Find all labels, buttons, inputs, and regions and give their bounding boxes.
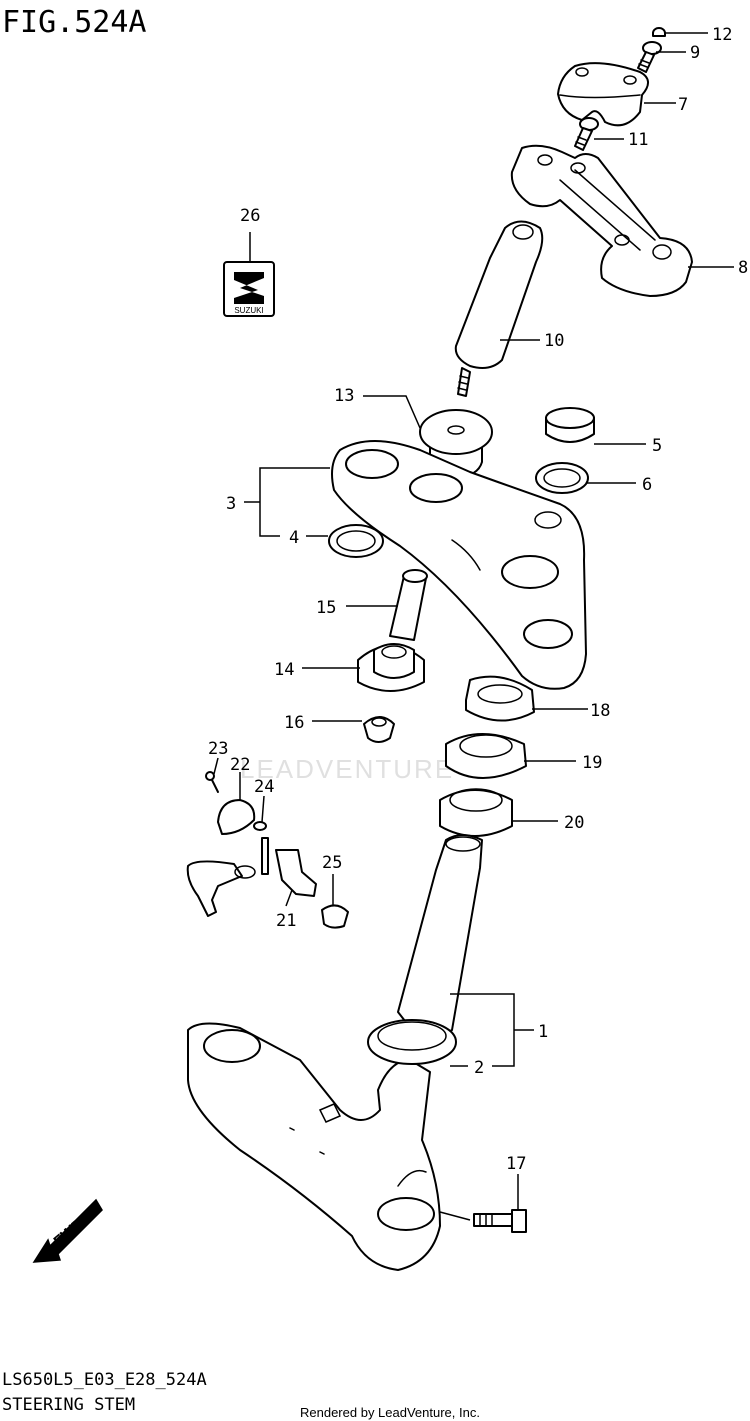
callout-labels: 12 9 7 11 8 10 26 13 5 6 3 4 15 14 16 18… [208,25,748,1174]
callout-1: 1 [538,1022,548,1042]
callout-10: 10 [544,331,564,351]
part-20-bearing[interactable] [439,788,513,837]
part-22-cover[interactable] [217,799,256,835]
fwd-arrow: FWD [32,1198,103,1263]
part-9-bolt[interactable] [637,41,662,73]
callout-3: 3 [226,494,236,514]
part-17-bolt[interactable] [473,1209,527,1233]
rendered-by: Rendered by LeadVenture, Inc. [300,1405,480,1420]
part-4-o-ring[interactable] [328,524,384,558]
part-6-washer[interactable] [535,462,589,494]
callout-14: 14 [274,660,294,680]
leader-lines [213,32,734,1221]
callout-13: 13 [334,386,354,406]
part-14-damper[interactable] [357,643,425,692]
part-3-upper-bracket[interactable] [331,440,587,690]
callout-5: 5 [652,436,662,456]
callout-6: 6 [642,475,652,495]
callout-2: 2 [474,1058,484,1078]
part-15-tube[interactable] [389,569,428,641]
callout-21: 21 [276,911,296,931]
callout-17: 17 [506,1154,526,1174]
part-5-cap[interactable] [545,407,595,443]
part-16-grommet[interactable] [363,716,395,743]
part-12-cap[interactable] [652,27,666,37]
part-13-damper[interactable] [419,409,493,479]
part-23-screw[interactable] [205,771,219,793]
part-21-ignition-switch[interactable] [186,837,317,917]
part-10-tube[interactable] [454,220,544,397]
part-26-emblem[interactable]: SUZUKI [223,261,275,317]
callout-16: 16 [284,713,304,733]
callout-23: 23 [208,739,228,759]
callout-8: 8 [738,258,748,278]
callout-24: 24 [254,777,274,797]
callout-22: 22 [230,755,250,775]
section-name: STEERING STEM [2,1395,135,1415]
part-7-holder-upper[interactable] [557,62,649,127]
part-11-bolt[interactable] [574,117,599,151]
watermark: LEADVENTURE [240,754,454,784]
callout-20: 20 [564,813,584,833]
callout-26: 26 [240,206,260,226]
part-24-washer[interactable] [253,821,267,831]
callout-12: 12 [712,25,732,45]
part-18-nut[interactable] [465,675,535,722]
callout-15: 15 [316,598,336,618]
figure-title: FIG.524A [2,5,147,40]
callout-18: 18 [590,701,610,721]
callout-19: 19 [582,753,602,773]
callout-11: 11 [628,130,648,150]
model-code: LS650L5_E03_E28_524A [2,1370,207,1390]
part-1-steering-stem[interactable] [187,834,483,1271]
part-25-cap[interactable] [321,904,349,929]
callout-25: 25 [322,853,342,873]
part-19-seal[interactable] [445,733,527,779]
callout-9: 9 [690,43,700,63]
emblem-text: SUZUKI [234,306,263,315]
callout-7: 7 [678,95,688,115]
callout-4: 4 [289,528,299,548]
part-8-holder-lower[interactable] [510,144,693,297]
